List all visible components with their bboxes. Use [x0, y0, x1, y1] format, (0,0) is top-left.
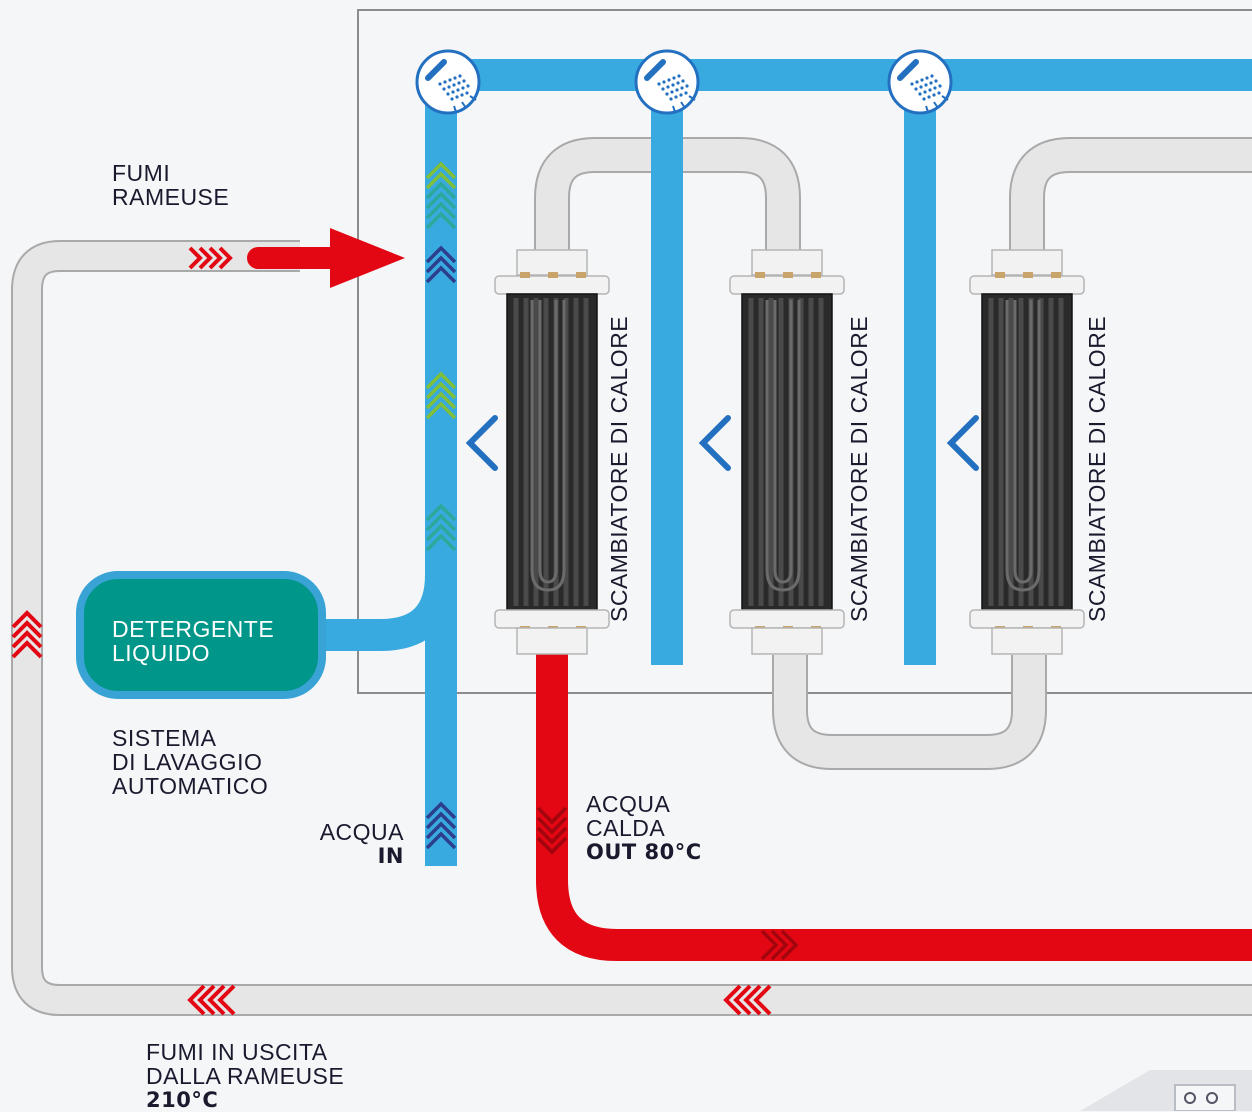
smoke-inlet-arrow: [247, 228, 405, 288]
corner-device-icon: [1080, 1070, 1252, 1111]
smoke-pipe: [11, 240, 1252, 1016]
shower-head-icon: [887, 49, 953, 115]
hot-water-out-label: ACQUA CALDA OUT 80°C: [586, 791, 702, 864]
hot-water-pipe: [536, 652, 1252, 961]
exchanger-label-1: SCAMBIATORE DI CALORE: [606, 315, 632, 622]
exchanger-label-3: SCAMBIATORE DI CALORE: [1084, 315, 1110, 622]
heat-exchanger-3: [969, 249, 1085, 655]
smoke-left-chevrons: [11, 610, 43, 659]
flow-direction-chevrons: [465, 415, 979, 471]
smoke-bottom-chevrons-1: [187, 984, 236, 1016]
heat-exchanger-2: [729, 249, 845, 655]
detergent-tank: [76, 571, 326, 699]
smoke-out-label: FUMI IN USCITA DALLA RAMEUSE 210°C: [146, 1039, 345, 1112]
smoke-bottom-chevrons-2: [723, 984, 772, 1016]
exchanger-label-2: SCAMBIATORE DI CALORE: [846, 315, 872, 622]
shower-head-icon: [634, 49, 700, 115]
shower-head-icon: [415, 49, 481, 115]
water-chevrons: [425, 161, 457, 850]
smoke-inlet-chevrons: [188, 246, 233, 270]
water-in-label: ACQUA IN: [319, 819, 404, 868]
heat-exchanger-1: [494, 249, 610, 655]
